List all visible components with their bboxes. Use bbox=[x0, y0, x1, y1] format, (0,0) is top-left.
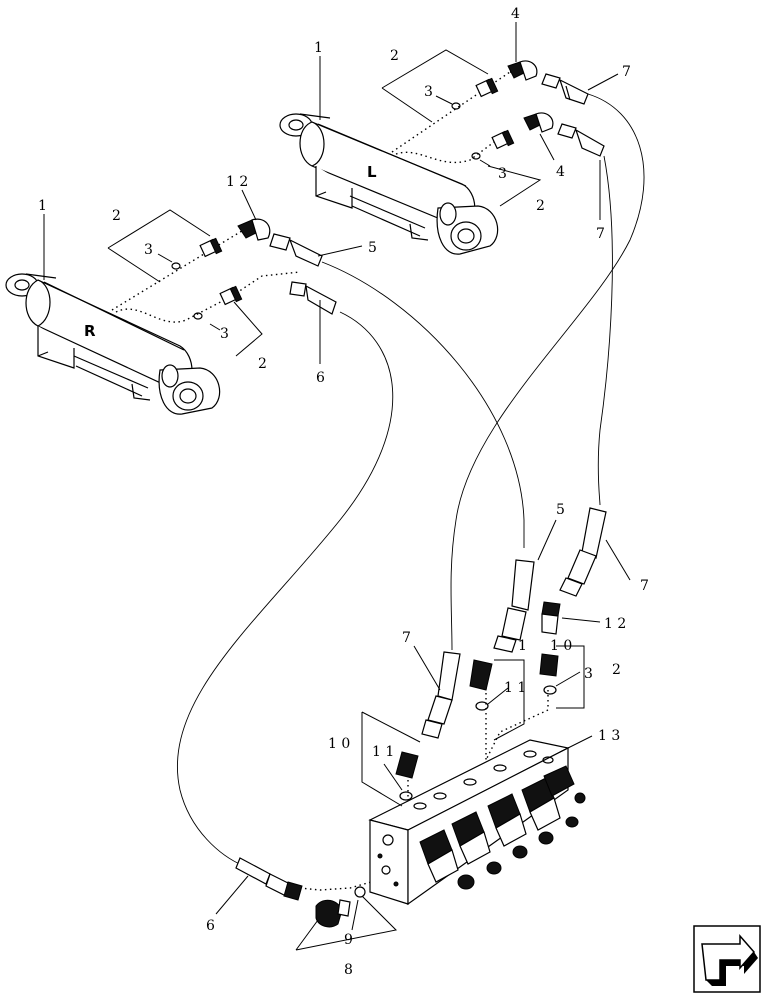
callout-8-bottom: 8 bbox=[344, 962, 353, 978]
callout-2-left-top: 2 bbox=[390, 48, 399, 64]
callout-10-valve-left: 1 0 bbox=[328, 736, 350, 752]
leader-lines bbox=[43, 22, 631, 951]
callout-11-valve-left: 1 1 bbox=[372, 744, 394, 760]
next-page-arrow-icon[interactable] bbox=[693, 925, 761, 993]
callout-12-right: 1 2 bbox=[226, 174, 248, 190]
callout-3-valve-right: 3 bbox=[584, 666, 593, 682]
fittings-right-cylinder bbox=[171, 218, 337, 320]
fittings-valve-side bbox=[235, 507, 607, 928]
callout-5-valve: 5 bbox=[556, 502, 565, 518]
callout-4-left-mid: 4 bbox=[556, 164, 565, 180]
callout-7-valve-left: 7 bbox=[402, 630, 411, 646]
callout-4-left-top: 4 bbox=[511, 6, 520, 22]
callout-12-valve: 1 2 bbox=[604, 616, 626, 632]
callout-2-valve-right: 2 bbox=[612, 662, 621, 678]
callout-3-right-mid: 3 bbox=[220, 326, 229, 342]
cylinder-right-label: R bbox=[84, 322, 96, 340]
fittings-left-cylinder bbox=[451, 60, 605, 160]
callout-2-right-mid: 2 bbox=[258, 356, 267, 372]
callout-2-right-top: 2 bbox=[112, 208, 121, 224]
callout-13-valve: 1 3 bbox=[598, 728, 620, 744]
callout-3-right-top: 3 bbox=[144, 242, 153, 258]
callout-3-left-top: 3 bbox=[424, 84, 433, 100]
cylinder-right: R bbox=[5, 273, 221, 415]
callout-10-valve-right: 1 0 bbox=[550, 638, 572, 654]
callout-1-left-cylinder: 1 bbox=[314, 40, 323, 56]
callout-6-right: 6 bbox=[316, 370, 325, 386]
callouts: 1 2 3 4 7 3 4 2 7 1 2 3 1 2 5 3 2 6 5 7 … bbox=[38, 6, 649, 978]
callout-2-left-mid: 2 bbox=[536, 198, 545, 214]
cylinder-left: L bbox=[279, 113, 499, 255]
callout-11-valve-mid: 1 1 bbox=[504, 680, 526, 696]
solenoid-stack bbox=[419, 765, 586, 890]
callout-7-left-mid: 7 bbox=[596, 226, 605, 242]
callout-7-left-top: 7 bbox=[622, 64, 631, 80]
cylinder-left-label: L bbox=[367, 163, 377, 181]
callout-1-right-cylinder: 1 bbox=[38, 198, 47, 214]
callout-6-bottom: 6 bbox=[206, 918, 215, 934]
callout-7-valve-right: 7 bbox=[640, 578, 649, 594]
callout-5-right: 5 bbox=[368, 240, 377, 256]
callout-1-valve-mid: 1 bbox=[518, 638, 527, 654]
callout-3-left-mid: 3 bbox=[498, 166, 507, 182]
hoses bbox=[177, 93, 645, 867]
callout-9-bottom: 9 bbox=[344, 932, 353, 948]
